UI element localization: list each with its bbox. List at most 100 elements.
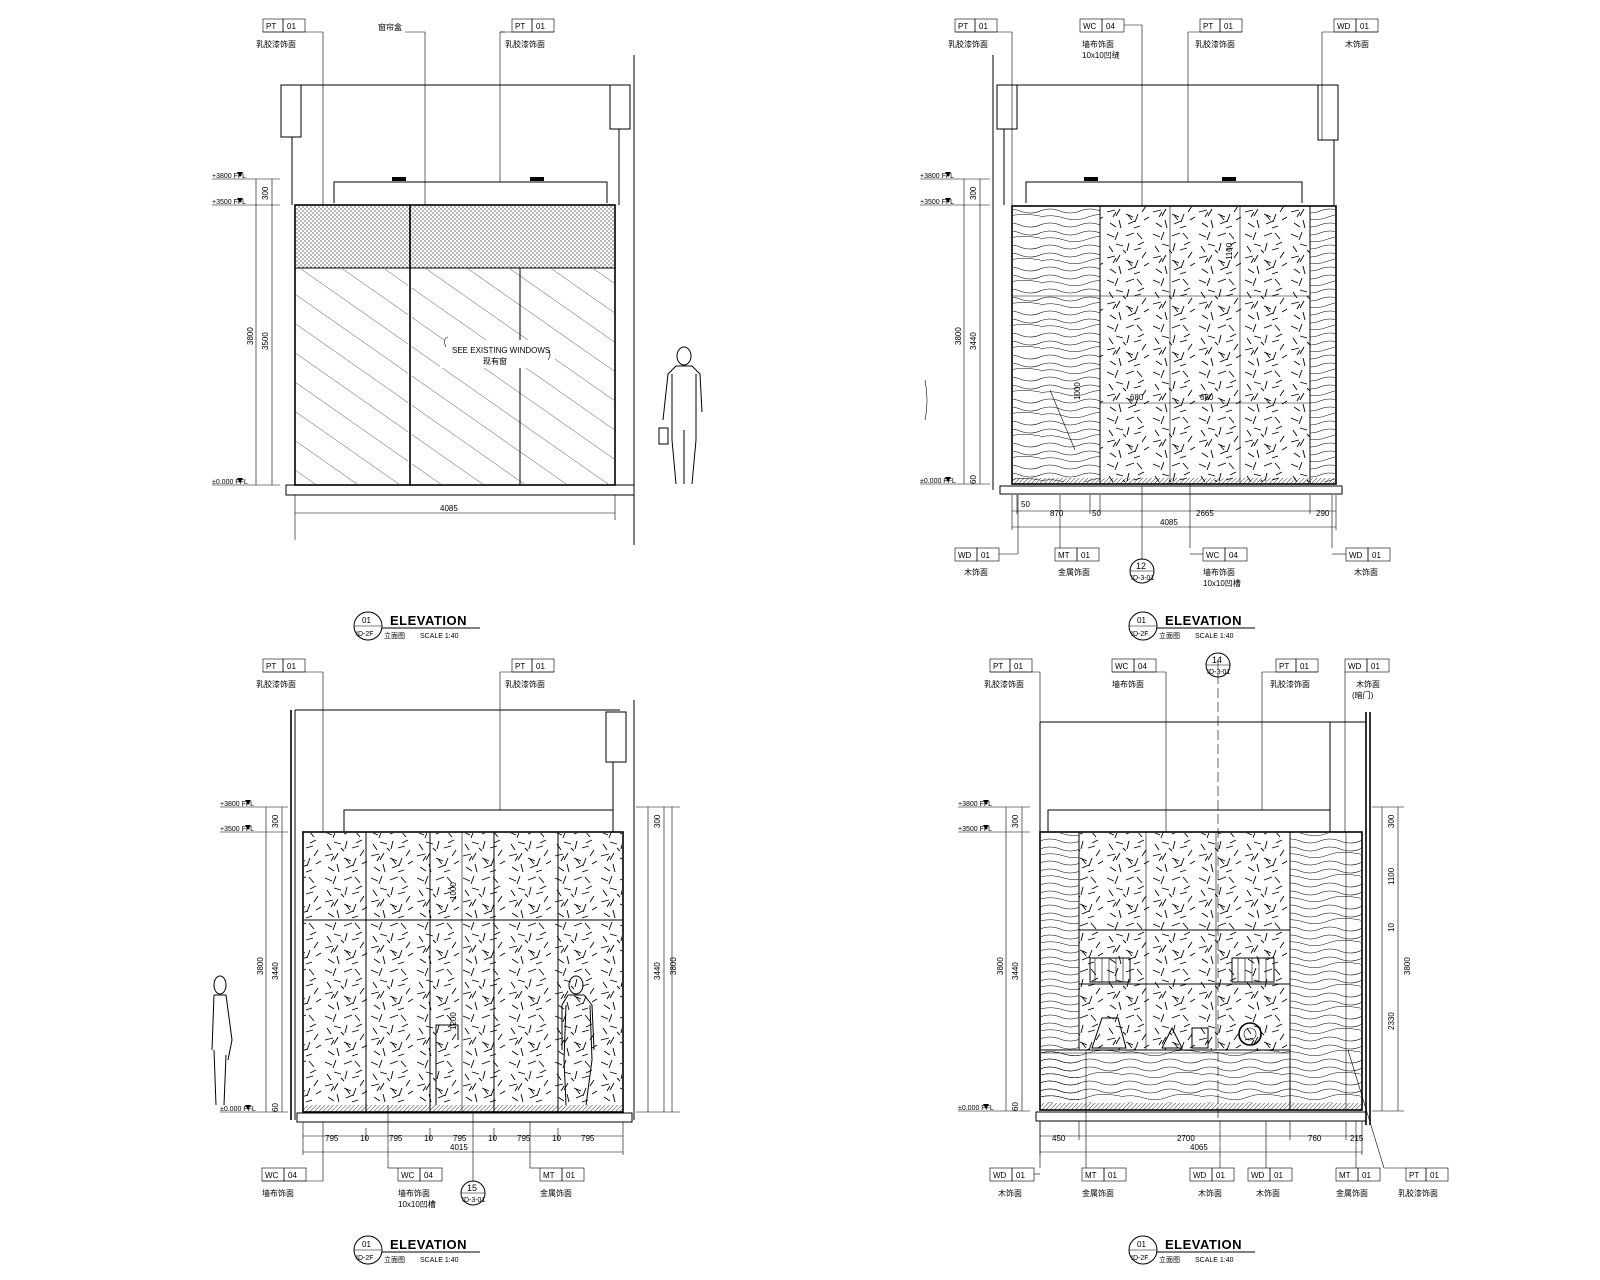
svg-text:+3500 FFL: +3500 FFL — [958, 826, 992, 833]
svg-text:04: 04 — [1229, 551, 1238, 560]
dim-p3-h1: 795 — [325, 1134, 339, 1143]
svg-text:ID-2F: ID-2F — [1131, 631, 1149, 638]
tag-wd01-p2c: WD 01 木饰面 — [1332, 547, 1391, 577]
svg-text:+3800 FFL: +3800 FFL — [212, 173, 246, 180]
dim-p2-h2665: 2665 — [1196, 509, 1214, 518]
svg-text:木饰面: 木饰面 — [964, 567, 988, 577]
svg-text:木饰面: 木饰面 — [1256, 1188, 1280, 1198]
svg-text:WD: WD — [1348, 662, 1362, 671]
svg-text:15: 15 — [467, 1183, 477, 1193]
dim-p4-r1100: 1100 — [1387, 867, 1396, 885]
elevation-panel-4: +3800 FFL +3500 FFL ±0.000 FFL 300 3800 … — [958, 660, 1412, 1169]
dim-p1-3500: 3500 — [261, 332, 270, 350]
dim-p3-1200: 1200 — [449, 1012, 458, 1030]
dim-p2-1100: 1100 — [1225, 242, 1234, 260]
svg-text:ELEVATION: ELEVATION — [390, 613, 467, 628]
svg-text:12: 12 — [1136, 561, 1146, 571]
svg-text:01: 01 — [1137, 616, 1146, 625]
level-3500: +3500 FFL — [212, 198, 280, 206]
svg-text:SCALE 1:40: SCALE 1:40 — [420, 1257, 459, 1264]
dim-p2-300: 300 — [969, 186, 978, 200]
tag-mt01-p3: MT 01 金属饰面 — [530, 1167, 585, 1198]
svg-text:ID-3-01: ID-3-01 — [462, 1197, 485, 1204]
dim-p4-l300: 300 — [1011, 814, 1020, 828]
svg-text:01: 01 — [1372, 551, 1381, 560]
dim-p4-h760: 760 — [1308, 1134, 1322, 1143]
svg-text:乳胶漆饰面: 乳胶漆饰面 — [1398, 1188, 1438, 1198]
level-000-p4: ±0.000 FFL — [958, 1104, 1030, 1112]
svg-text:金属饰面: 金属饰面 — [1058, 567, 1090, 577]
curtain-box-label: 窗帘盒 — [378, 22, 402, 32]
level-000: ±0.000 FFL — [212, 478, 280, 486]
svg-text:01: 01 — [979, 22, 988, 31]
svg-text:墙布饰面: 墙布饰面 — [1112, 679, 1144, 689]
level-3800-p2: +3800 FFL — [920, 172, 990, 180]
human-figure-left — [211, 975, 233, 1106]
svg-text:SCALE 1:40: SCALE 1:40 — [420, 633, 459, 640]
elevation-title-4: 01 ID-2F ELEVATION 立面图 SCALE 1:40 — [1128, 1235, 1255, 1265]
dim-p1-300: 300 — [261, 186, 270, 200]
svg-text:01: 01 — [1016, 1171, 1025, 1180]
human-figure — [658, 346, 703, 485]
svg-text:+3500 FFL: +3500 FFL — [220, 826, 254, 833]
svg-text:ID-2F: ID-2F — [356, 1255, 374, 1262]
dim-p3-h6: 10 — [488, 1134, 497, 1143]
dim-p3-total: 4015 — [450, 1143, 468, 1152]
dim-p2-h870: 870 — [1050, 509, 1064, 518]
svg-text:±0.000 FFL: ±0.000 FFL — [220, 1106, 256, 1113]
dim-p3-l3800: 3800 — [256, 957, 265, 975]
svg-text:立面图: 立面图 — [384, 1255, 405, 1264]
svg-text:WC: WC — [401, 1171, 415, 1180]
callout-14: 14 ID-3-01 — [1205, 652, 1231, 678]
dim-p2-3440: 3440 — [969, 332, 978, 350]
svg-text:WD: WD — [1251, 1171, 1265, 1180]
dim-p2-h290: 290 — [1316, 509, 1330, 518]
svg-text:木饰面: 木饰面 — [1345, 39, 1369, 49]
svg-text:PT: PT — [515, 22, 525, 31]
svg-text:01: 01 — [1014, 662, 1023, 671]
svg-text:MT: MT — [543, 1171, 555, 1180]
dim-p2-1000: 1000 — [1073, 382, 1082, 400]
svg-text:01: 01 — [1274, 1171, 1283, 1180]
svg-text:墙布饰面: 墙布饰面 — [1203, 567, 1235, 577]
svg-text:乳胶漆饰面: 乳胶漆饰面 — [984, 679, 1024, 689]
svg-text:ID-3-01: ID-3-01 — [1131, 575, 1154, 582]
svg-text:乳胶漆饰面: 乳胶漆饰面 — [256, 679, 296, 689]
svg-text:01: 01 — [1108, 1171, 1117, 1180]
svg-text:乳胶漆饰面: 乳胶漆饰面 — [948, 39, 988, 49]
svg-text:木饰面: 木饰面 — [1354, 567, 1378, 577]
dim-p4-r10: 10 — [1387, 923, 1396, 932]
svg-text:PT: PT — [266, 662, 276, 671]
svg-text:金属饰面: 金属饰面 — [1336, 1188, 1368, 1198]
svg-text:01: 01 — [1430, 1171, 1439, 1180]
dim-p2-60: 60 — [969, 475, 978, 484]
dim-p2-680b: 680 — [1200, 393, 1214, 402]
svg-text:01: 01 — [566, 1171, 575, 1180]
svg-text:木饰面: 木饰面 — [1356, 679, 1380, 689]
svg-text:01: 01 — [1300, 662, 1309, 671]
svg-text:WC: WC — [1115, 662, 1129, 671]
level-000-p3: ±0.000 FFL — [220, 1105, 288, 1113]
svg-text:10x10凹槽: 10x10凹槽 — [1203, 578, 1241, 588]
level-3800: +3800 FFL — [212, 172, 280, 180]
svg-text:金属饰面: 金属饰面 — [540, 1188, 572, 1198]
dim-p4-l3800: 3800 — [996, 957, 1005, 975]
dim-p3-r300: 300 — [653, 814, 662, 828]
level-000-p2: ±0.000 FFL — [920, 477, 990, 485]
dim-p4-r3800: 3800 — [1403, 957, 1412, 975]
dim-p4-l60: 60 — [1011, 1102, 1020, 1111]
svg-text:乳胶漆饰面: 乳胶漆饰面 — [1270, 679, 1310, 689]
svg-text:01: 01 — [536, 22, 545, 31]
shelf-books-1 — [1089, 957, 1131, 983]
svg-text:WD: WD — [1349, 551, 1363, 560]
dim-p3-h7: 795 — [517, 1134, 531, 1143]
svg-text:PT: PT — [958, 22, 968, 31]
